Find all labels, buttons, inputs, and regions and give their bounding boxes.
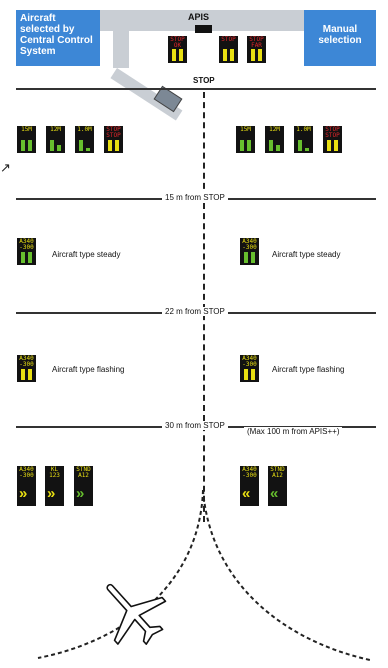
type-steady-display-left: A340 -300 (17, 238, 36, 265)
stop-far-display: STOP FAR (247, 36, 266, 63)
far-display-right-2: STND A12 « (268, 466, 287, 506)
max-distance-note: (Max 100 m from APIS++) (244, 427, 343, 436)
arrow-icon: ↗ (0, 160, 11, 175)
type-flashing-display-left: A340 -300 (17, 355, 36, 382)
close-display-left-2: 12M (46, 126, 65, 153)
jet-bridge-stem (113, 26, 129, 68)
close-display-left-3: 1.0M (75, 126, 94, 153)
manual-selection-box: Manual selection (304, 10, 376, 66)
flashing-label-right: Aircraft type flashing (272, 365, 345, 374)
far-display-left-3: STND A12 » (74, 466, 93, 506)
close-display-right-4: STOP STOP (323, 126, 342, 153)
stop-ok-display: STOP OK (168, 36, 187, 63)
far-display-left-2: KL 123 » (45, 466, 64, 506)
close-display-right-3: 1.0M (294, 126, 313, 153)
stop-label: STOP (193, 76, 215, 85)
central-control-box: Aircraft selected by Central Control Sys… (16, 10, 100, 66)
airplane-icon (106, 583, 167, 645)
apis-unit (195, 25, 212, 33)
far-display-left-1: A340 -300 » (17, 466, 36, 506)
stop-line (16, 88, 376, 90)
close-display-left-1: 15M (17, 126, 36, 153)
distance-30m: 30 m from STOP (162, 421, 228, 430)
type-flashing-display-right: A340 -300 (240, 355, 259, 382)
left-approach-path (37, 489, 204, 659)
apis-label: APIS (188, 12, 210, 22)
steady-label-left: Aircraft type steady (52, 250, 121, 259)
type-steady-display-right: A340 -300 (240, 238, 259, 265)
distance-22m: 22 m from STOP (162, 307, 228, 316)
manual-selection-label: Manual selection (318, 24, 362, 46)
far-display-right-1: A340 -300 « (240, 466, 259, 506)
stop-display-2: STOP (219, 36, 238, 63)
close-display-left-4: STOP STOP (104, 126, 123, 153)
steady-label-right: Aircraft type steady (272, 250, 341, 259)
gate-building (100, 10, 305, 31)
flashing-label-left: Aircraft type flashing (52, 365, 125, 374)
right-approach-path (202, 489, 371, 661)
distance-15m: 15 m from STOP (162, 193, 228, 202)
close-display-right-1: 15M (236, 126, 255, 153)
close-display-right-2: 12M (265, 126, 284, 153)
central-control-label: Aircraft selected by Central Control Sys… (20, 13, 93, 57)
